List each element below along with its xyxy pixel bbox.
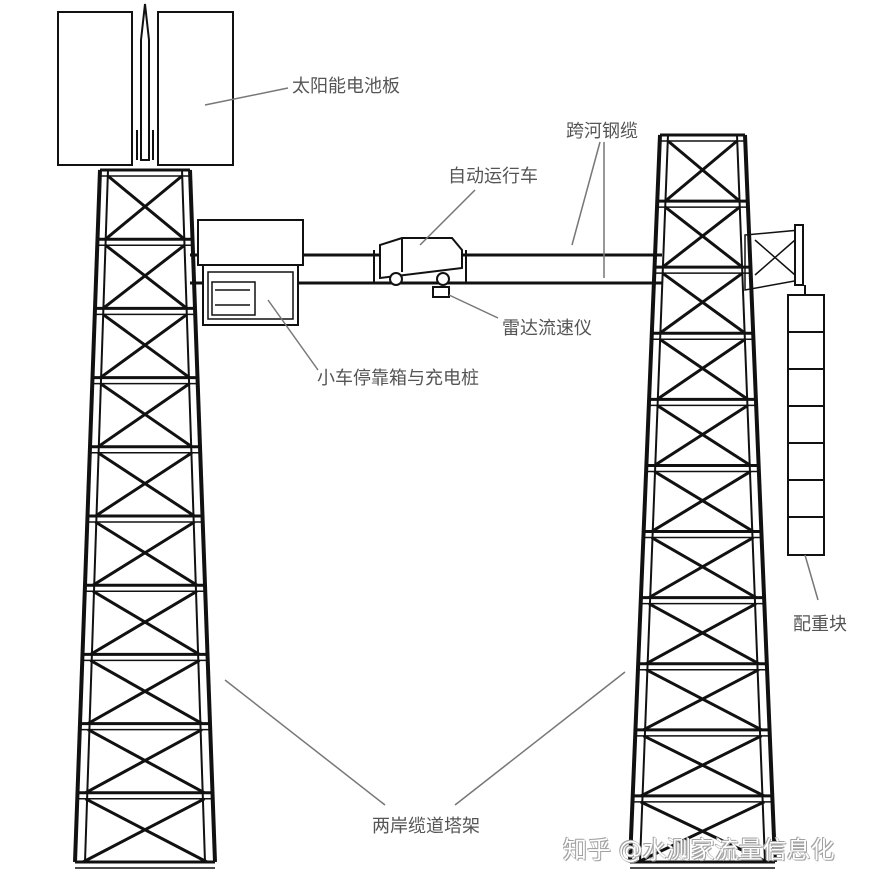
watermark: 知乎 @水测家流量信息化 bbox=[563, 836, 835, 864]
left-tower-brace bbox=[97, 382, 191, 449]
right-tower-brace bbox=[658, 271, 744, 335]
left-tower-brace bbox=[104, 244, 188, 310]
left-tower-brace bbox=[84, 728, 203, 795]
right-tower-brace bbox=[664, 139, 738, 203]
left-tower-brace bbox=[104, 174, 183, 241]
left-tower-brace bbox=[99, 313, 188, 379]
dock-roof bbox=[197, 219, 304, 266]
right-tower-brace bbox=[661, 205, 741, 269]
auto-vehicle bbox=[373, 237, 467, 286]
label-radar: 雷达流速仪 bbox=[502, 318, 592, 339]
right-tower-brace bbox=[667, 139, 741, 203]
right-tower-brace bbox=[661, 271, 747, 335]
label-cable: 跨河钢缆 bbox=[566, 121, 638, 142]
right-tower-brace bbox=[648, 536, 755, 599]
right-tower-leg-right-inner bbox=[736, 134, 766, 863]
left-tower-brace bbox=[102, 244, 186, 310]
right-tower-leg-right bbox=[743, 134, 777, 863]
left-tower-brace bbox=[82, 797, 206, 864]
label-solar-panel: 太阳能电池板 bbox=[292, 76, 400, 97]
label-counterweight: 配重块 bbox=[793, 614, 847, 635]
antenna-mast bbox=[136, 3, 154, 161]
left-tower-brace bbox=[89, 589, 198, 656]
label-vehicle: 自动运行车 bbox=[448, 166, 538, 187]
label-towers: 两岸缆道塔架 bbox=[372, 816, 480, 837]
left-tower-brace bbox=[92, 520, 196, 587]
right-tower-brace bbox=[658, 338, 749, 401]
counterweight-assembly bbox=[744, 224, 825, 556]
solar-panel-right bbox=[157, 11, 234, 166]
left-tower-brace bbox=[94, 451, 193, 518]
right-tower-leg-left bbox=[628, 134, 662, 863]
solar-panel-left bbox=[57, 11, 133, 166]
right-tower-brace bbox=[653, 404, 749, 467]
left-tower-brace bbox=[87, 659, 201, 725]
right-tower-leg-left-inner bbox=[639, 134, 669, 863]
right-tower-brace bbox=[637, 800, 765, 864]
label-dock: 小车停靠箱与充电桩 bbox=[317, 368, 479, 389]
right-tower-brace bbox=[656, 338, 747, 401]
right-tower-brace bbox=[664, 205, 744, 269]
right-tower-brace bbox=[642, 668, 760, 732]
leader-lines bbox=[204, 87, 819, 806]
right-tower-brace bbox=[640, 734, 763, 798]
dock-box bbox=[202, 264, 299, 326]
right-tower-brace bbox=[645, 602, 757, 666]
left-tower-brace bbox=[107, 174, 186, 241]
radar-meter bbox=[432, 286, 450, 298]
right-tower-brace bbox=[650, 470, 752, 533]
